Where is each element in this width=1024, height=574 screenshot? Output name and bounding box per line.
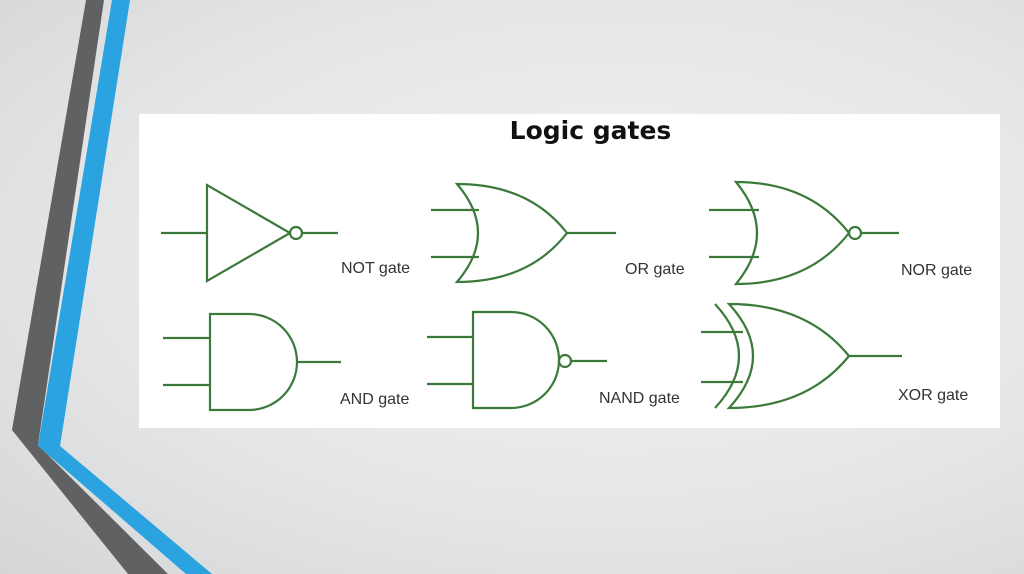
blue-stripe <box>38 0 212 574</box>
or-gate-icon <box>431 182 616 284</box>
nor-gate-icon <box>709 180 899 286</box>
not-gate-icon <box>161 183 338 283</box>
or-gate-label: OR gate <box>625 261 685 278</box>
and-gate-icon <box>163 312 341 412</box>
nand-gate-icon <box>427 310 607 410</box>
not-gate-label: NOT gate <box>341 260 411 277</box>
logic-gates-diagram: Logic gates <box>139 114 1000 428</box>
and-gate-label: AND gate <box>340 391 410 408</box>
diagram-title: Logic gates <box>509 116 672 145</box>
nand-gate-label: NAND gate <box>599 390 680 407</box>
gates-canvas <box>161 180 902 412</box>
grey-stripe <box>12 0 168 574</box>
xor-gate-icon <box>701 302 902 410</box>
nor-gate-label: NOR gate <box>901 262 973 279</box>
xor-gate-label: XOR gate <box>898 387 969 404</box>
